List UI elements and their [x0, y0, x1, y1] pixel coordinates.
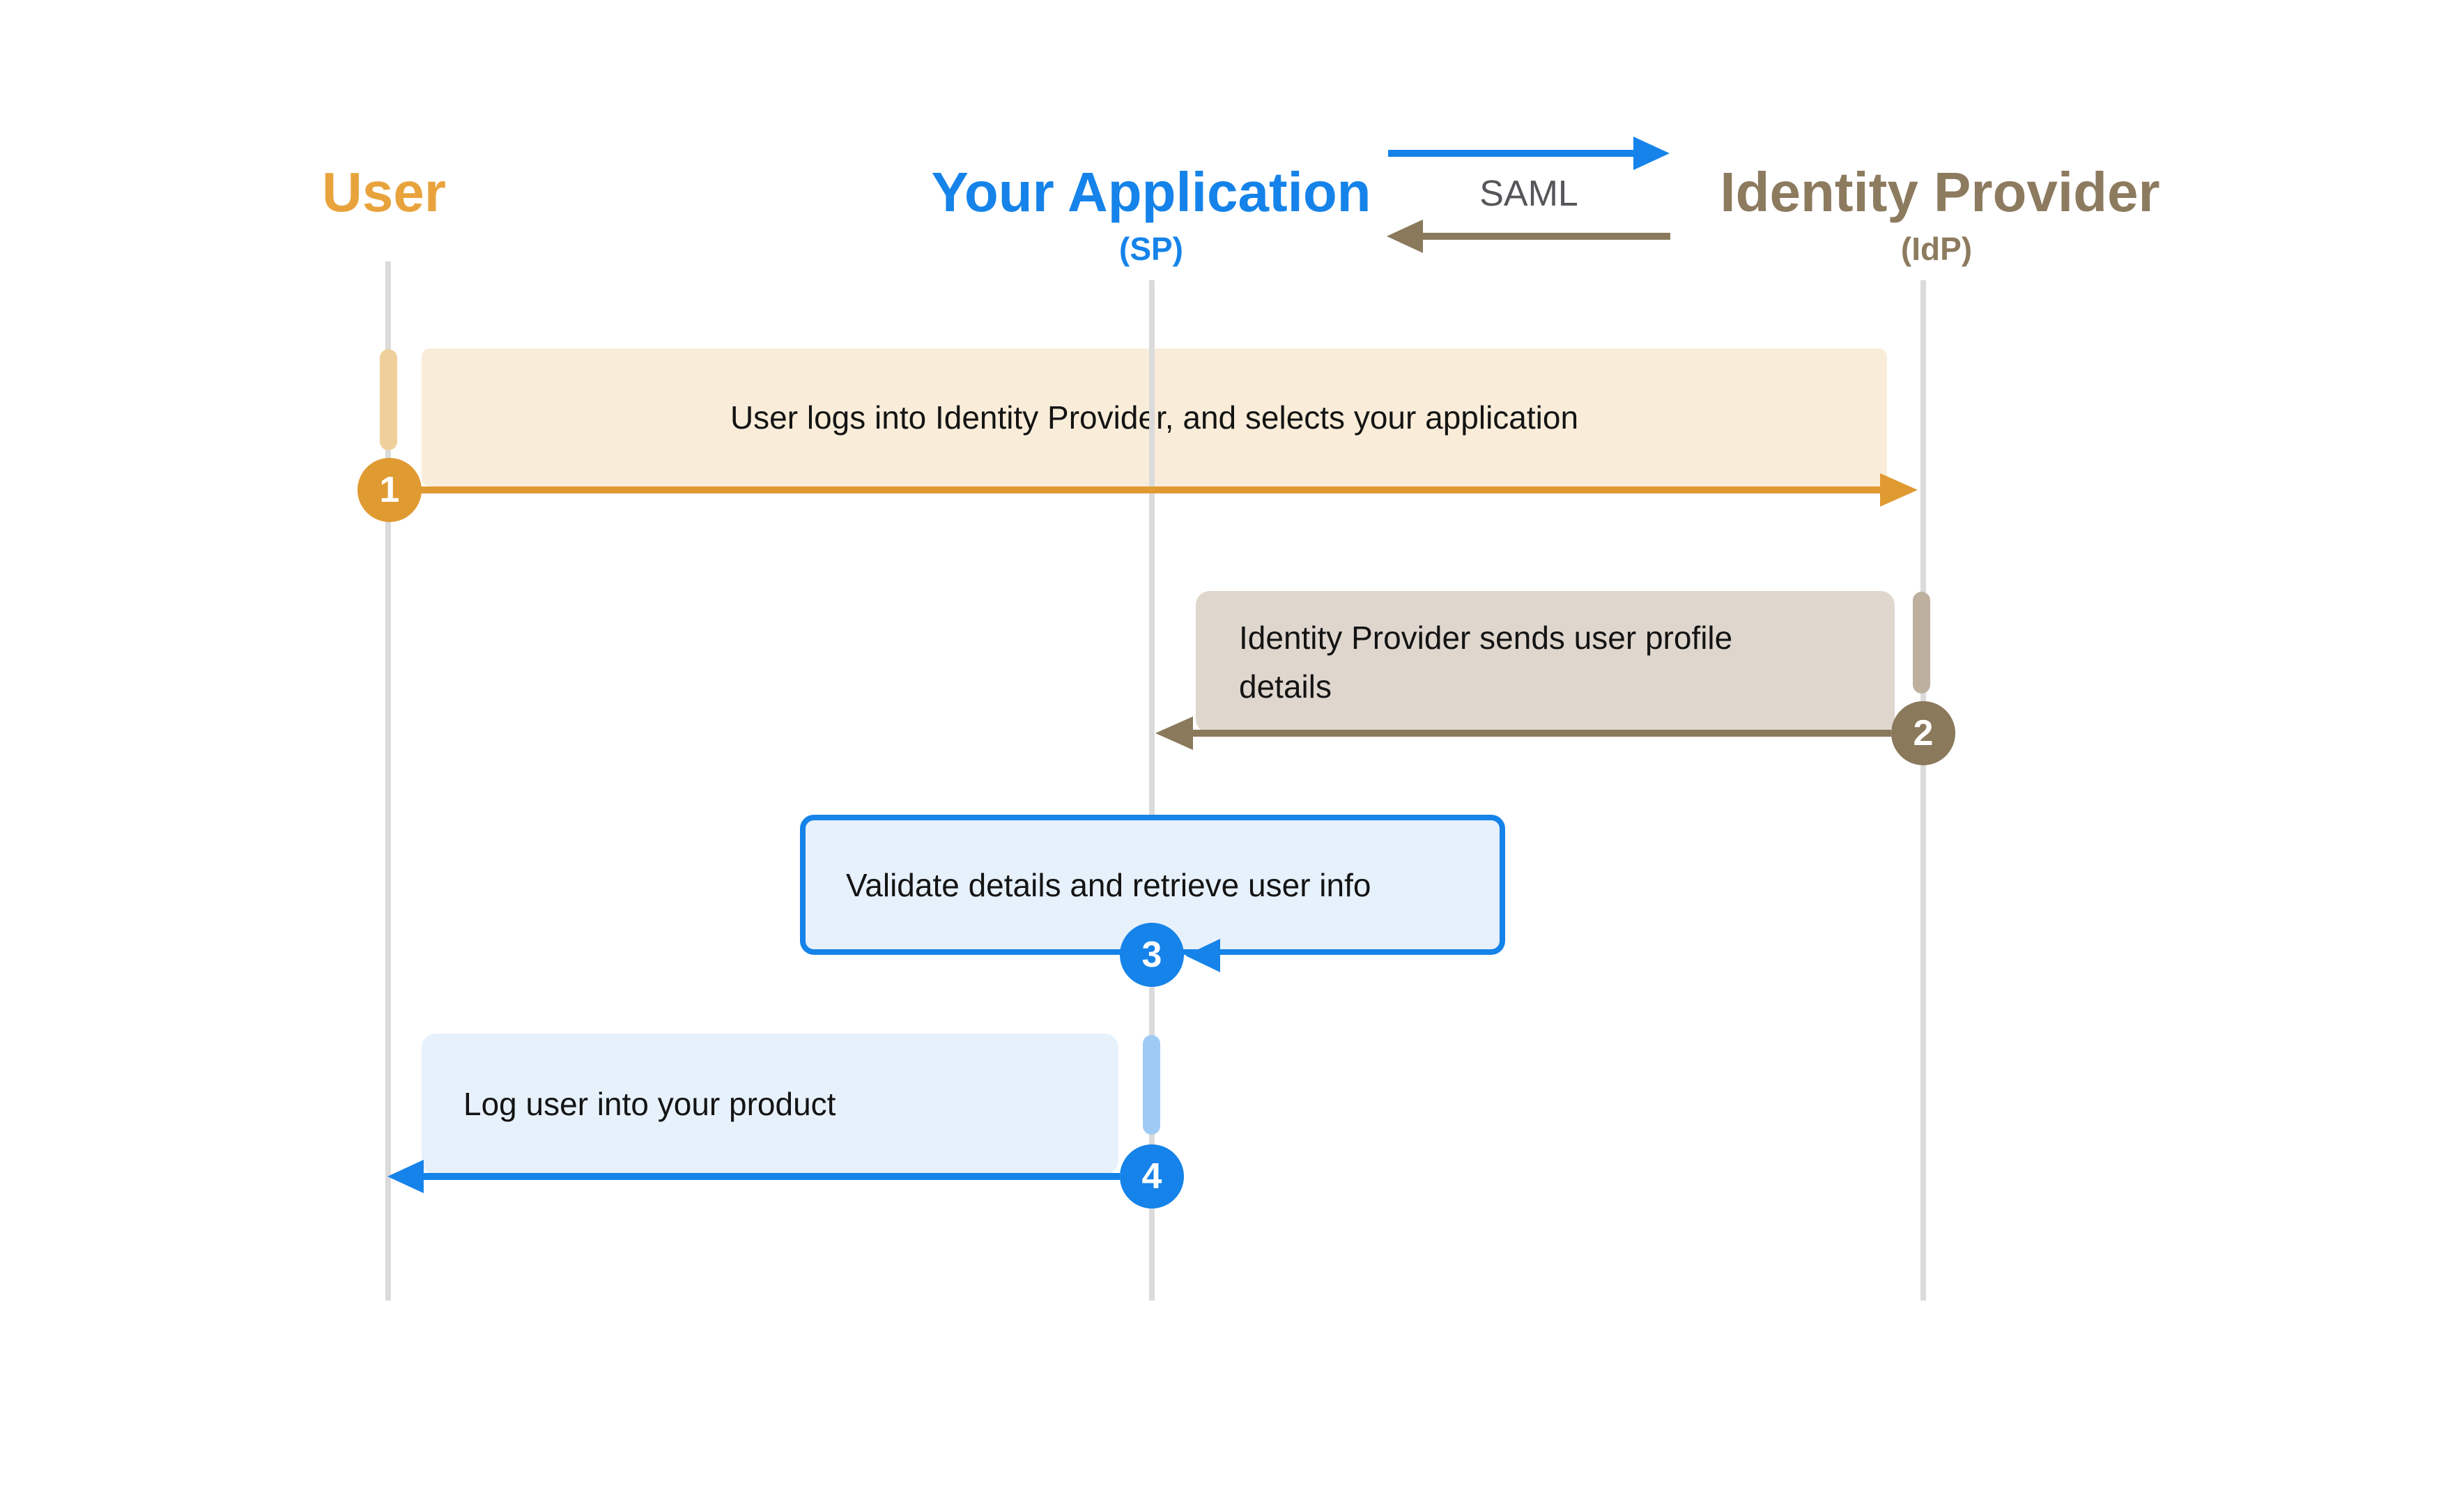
message-2-arrowhead-icon: [1155, 716, 1193, 750]
legend-arrow-right-head-icon: [1633, 137, 1670, 170]
message-2-box: Identity Provider sends user profile det…: [1196, 591, 1895, 733]
step-badge-1-number: 1: [379, 470, 400, 510]
lifeline-identity-provider: [1920, 280, 1926, 1301]
legend-label-saml: SAML: [1479, 174, 1578, 214]
legend-arrow-left-line: [1423, 233, 1670, 240]
lifeline-user: [385, 261, 391, 1301]
message-2-arrow-line: [1193, 730, 1891, 737]
activation-bar-idp: [1913, 592, 1930, 693]
message-4-text: Log user into your product: [463, 1086, 836, 1122]
legend-arrow-left-head-icon: [1387, 220, 1423, 253]
step-badge-4-number: 4: [1141, 1156, 1162, 1197]
actor-label-identity-provider: Identity Provider: [1720, 161, 2160, 223]
message-4-arrow-line: [422, 1173, 1120, 1180]
activation-bar-user: [380, 349, 397, 450]
actor-label-your-application: Your Application: [931, 161, 1371, 223]
message-4-box: Log user into your product: [422, 1034, 1118, 1174]
step-badge-3: 3: [1120, 923, 1184, 987]
message-4-arrowhead-icon: [387, 1160, 424, 1193]
message-3-text: Validate details and retrieve user info: [846, 866, 1371, 903]
message-3-arrowhead-icon: [1185, 939, 1220, 972]
step-badge-2: 2: [1891, 701, 1955, 765]
actor-label-user: User: [322, 161, 446, 223]
legend-arrow-right-line: [1388, 150, 1633, 157]
lifeline-your-application: [1149, 280, 1155, 1301]
actor-sublabel-sp: (SP): [1119, 231, 1183, 267]
actor-sublabel-idp: (IdP): [1900, 231, 1973, 267]
step-badge-1: 1: [357, 458, 422, 522]
step-badge-2-number: 2: [1913, 713, 1934, 753]
message-1-arrow-line: [390, 486, 1880, 493]
message-2-text: Identity Provider sends user profile det…: [1239, 620, 1733, 705]
step-badge-3-number: 3: [1141, 935, 1162, 975]
step-badge-4: 4: [1120, 1144, 1184, 1209]
message-1-arrowhead-icon: [1880, 473, 1918, 507]
activation-bar-your-application: [1143, 1035, 1160, 1135]
